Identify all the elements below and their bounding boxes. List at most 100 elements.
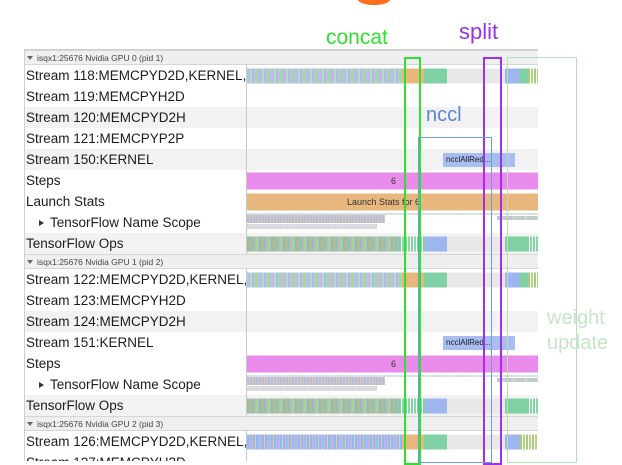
annotation-label-split: split (459, 19, 499, 44)
table-row[interactable]: Stream 123:MEMCPYH2D (25, 290, 538, 311)
steps-bar[interactable] (247, 355, 538, 372)
table-row[interactable]: Stream 127:MEMCPYH2D (25, 452, 538, 461)
nccl-allreduce-bar[interactable]: ncclAllRed... (443, 152, 515, 167)
expand-caret-icon[interactable] (39, 219, 44, 226)
table-row[interactable]: Stream 151:KERNEL ncclAllRed... (25, 332, 538, 353)
row-track[interactable] (246, 395, 538, 416)
track-bar[interactable] (247, 398, 399, 413)
track-bar[interactable] (247, 215, 385, 223)
row-label: Stream 127:MEMCPYH2D (25, 452, 246, 461)
table-row[interactable]: Stream 120:MEMCPYD2H (25, 107, 538, 128)
collapse-triangle-icon[interactable] (27, 56, 33, 60)
row-track[interactable] (246, 290, 538, 311)
row-label: Stream 123:MEMCPYH2D (26, 293, 186, 308)
row-label: TensorFlow Name Scope (50, 215, 201, 230)
table-row[interactable]: Stream 119:MEMCPYH2D (25, 86, 538, 107)
table-row[interactable]: Stream 118:MEMCPYD2D,KERNEL,ME (25, 65, 538, 86)
row-track[interactable] (246, 269, 538, 290)
steps-bar-label: 6 (391, 358, 397, 369)
track-bar[interactable] (497, 216, 538, 220)
expand-caret-icon[interactable] (39, 381, 44, 388)
nccl-allreduce-bar[interactable]: ncclAllRed... (443, 335, 515, 350)
row-label: Stream 119:MEMCPYH2D (26, 89, 185, 104)
track-bar[interactable] (505, 68, 520, 83)
group-header-gpu0[interactable]: isqx1:25676 Nvidia GPU 0 (pid 1) (25, 50, 538, 65)
row-track[interactable]: ncclAllRed... (246, 149, 538, 170)
table-row[interactable]: Stream 124:MEMCPYD2H (25, 311, 538, 332)
group-header-gpu1[interactable]: isqx1:25676 Nvidia GPU 1 (pid 2) (25, 254, 538, 269)
track-bar[interactable] (425, 236, 447, 251)
track-bar[interactable] (247, 272, 422, 287)
track-bar[interactable] (520, 272, 528, 287)
row-track[interactable] (246, 107, 538, 128)
track-bar[interactable] (520, 434, 538, 449)
row-track[interactable] (246, 431, 538, 452)
row-track[interactable]: Launch Stats for 6 (246, 191, 538, 212)
annotation-label-weight-update-line2: update (547, 332, 609, 354)
track-bar (447, 398, 505, 413)
table-row[interactable]: Steps 6 (25, 170, 538, 191)
row-track[interactable] (246, 374, 538, 395)
table-row[interactable]: TensorFlow Ops (25, 395, 538, 416)
row-label: Stream 121:MEMCPYP2P (26, 131, 185, 146)
track-bar[interactable] (402, 434, 424, 449)
track-bar[interactable] (505, 236, 527, 251)
right-blank-area (538, 49, 622, 461)
track-bar[interactable] (247, 386, 377, 391)
row-label: TensorFlow Ops (25, 233, 246, 254)
track-bar[interactable] (247, 236, 399, 251)
track-bar[interactable] (247, 377, 385, 385)
track-bar[interactable] (247, 434, 422, 449)
row-track[interactable] (246, 86, 538, 107)
table-row[interactable]: Stream 126:MEMCPYD2D,KERNEL,MI (25, 431, 538, 452)
table-row[interactable]: Stream 150:KERNEL ncclAllRed... (25, 149, 538, 170)
trace-viewer-panel[interactable]: isqx1:25676 Nvidia GPU 0 (pid 1) Stream … (24, 49, 538, 461)
row-label: Stream 120:MEMCPYD2H (25, 107, 246, 128)
track-bar[interactable] (505, 272, 520, 287)
row-track[interactable]: 6 (246, 170, 538, 191)
track-bar[interactable] (424, 272, 447, 287)
track-bar[interactable] (528, 272, 538, 287)
track-bar[interactable] (497, 378, 538, 382)
collapse-triangle-icon[interactable] (27, 260, 33, 264)
track-bar[interactable] (402, 272, 424, 287)
row-track[interactable]: ncclAllRed... (246, 332, 538, 353)
table-row[interactable]: Steps 6 (25, 353, 538, 374)
row-label: Launch Stats (26, 194, 105, 209)
steps-bar[interactable] (247, 172, 538, 189)
launch-stats-bar[interactable] (247, 193, 538, 210)
row-track[interactable] (246, 452, 538, 461)
group-header-label: isqx1:25676 Nvidia GPU 1 (pid 2) (37, 257, 164, 267)
track-bar[interactable] (505, 398, 527, 413)
track-bar[interactable] (247, 68, 422, 83)
track-bar[interactable] (402, 68, 424, 83)
track-bar[interactable] (424, 434, 447, 449)
group-header-gpu2[interactable]: isqx1:25676 Nvidia GPU 2 (pid 3) (25, 416, 538, 431)
track-bar[interactable] (425, 398, 447, 413)
row-track[interactable] (246, 128, 538, 149)
table-row[interactable]: Launch Stats Launch Stats for 6 (25, 191, 538, 212)
row-track[interactable] (246, 65, 538, 86)
track-bar[interactable] (399, 398, 425, 413)
table-row[interactable]: TensorFlow Name Scope (25, 374, 538, 395)
row-track[interactable]: 6 (246, 353, 538, 374)
track-bar[interactable] (527, 398, 538, 413)
table-row[interactable]: Stream 122:MEMCPYD2D,KERNEL,MI (25, 269, 538, 290)
track-bar[interactable] (527, 236, 538, 251)
track-bar (447, 272, 505, 287)
row-track[interactable] (246, 212, 538, 233)
row-track[interactable] (246, 311, 538, 332)
track-bar[interactable] (399, 236, 425, 251)
row-track[interactable] (246, 233, 538, 254)
track-bar[interactable] (505, 434, 520, 449)
track-bar[interactable] (528, 68, 538, 83)
track-bar[interactable] (247, 224, 377, 229)
table-row[interactable]: TensorFlow Name Scope (25, 212, 538, 233)
row-label-tensorflow-name-scope[interactable]: TensorFlow Name Scope (25, 212, 246, 233)
table-row[interactable]: TensorFlow Ops (25, 233, 538, 254)
table-row[interactable]: Stream 121:MEMCPYP2P (25, 128, 538, 149)
collapse-triangle-icon[interactable] (27, 422, 33, 426)
track-bar[interactable] (424, 68, 447, 83)
row-label-tensorflow-name-scope[interactable]: TensorFlow Name Scope (25, 374, 246, 395)
track-bar[interactable] (520, 68, 528, 83)
